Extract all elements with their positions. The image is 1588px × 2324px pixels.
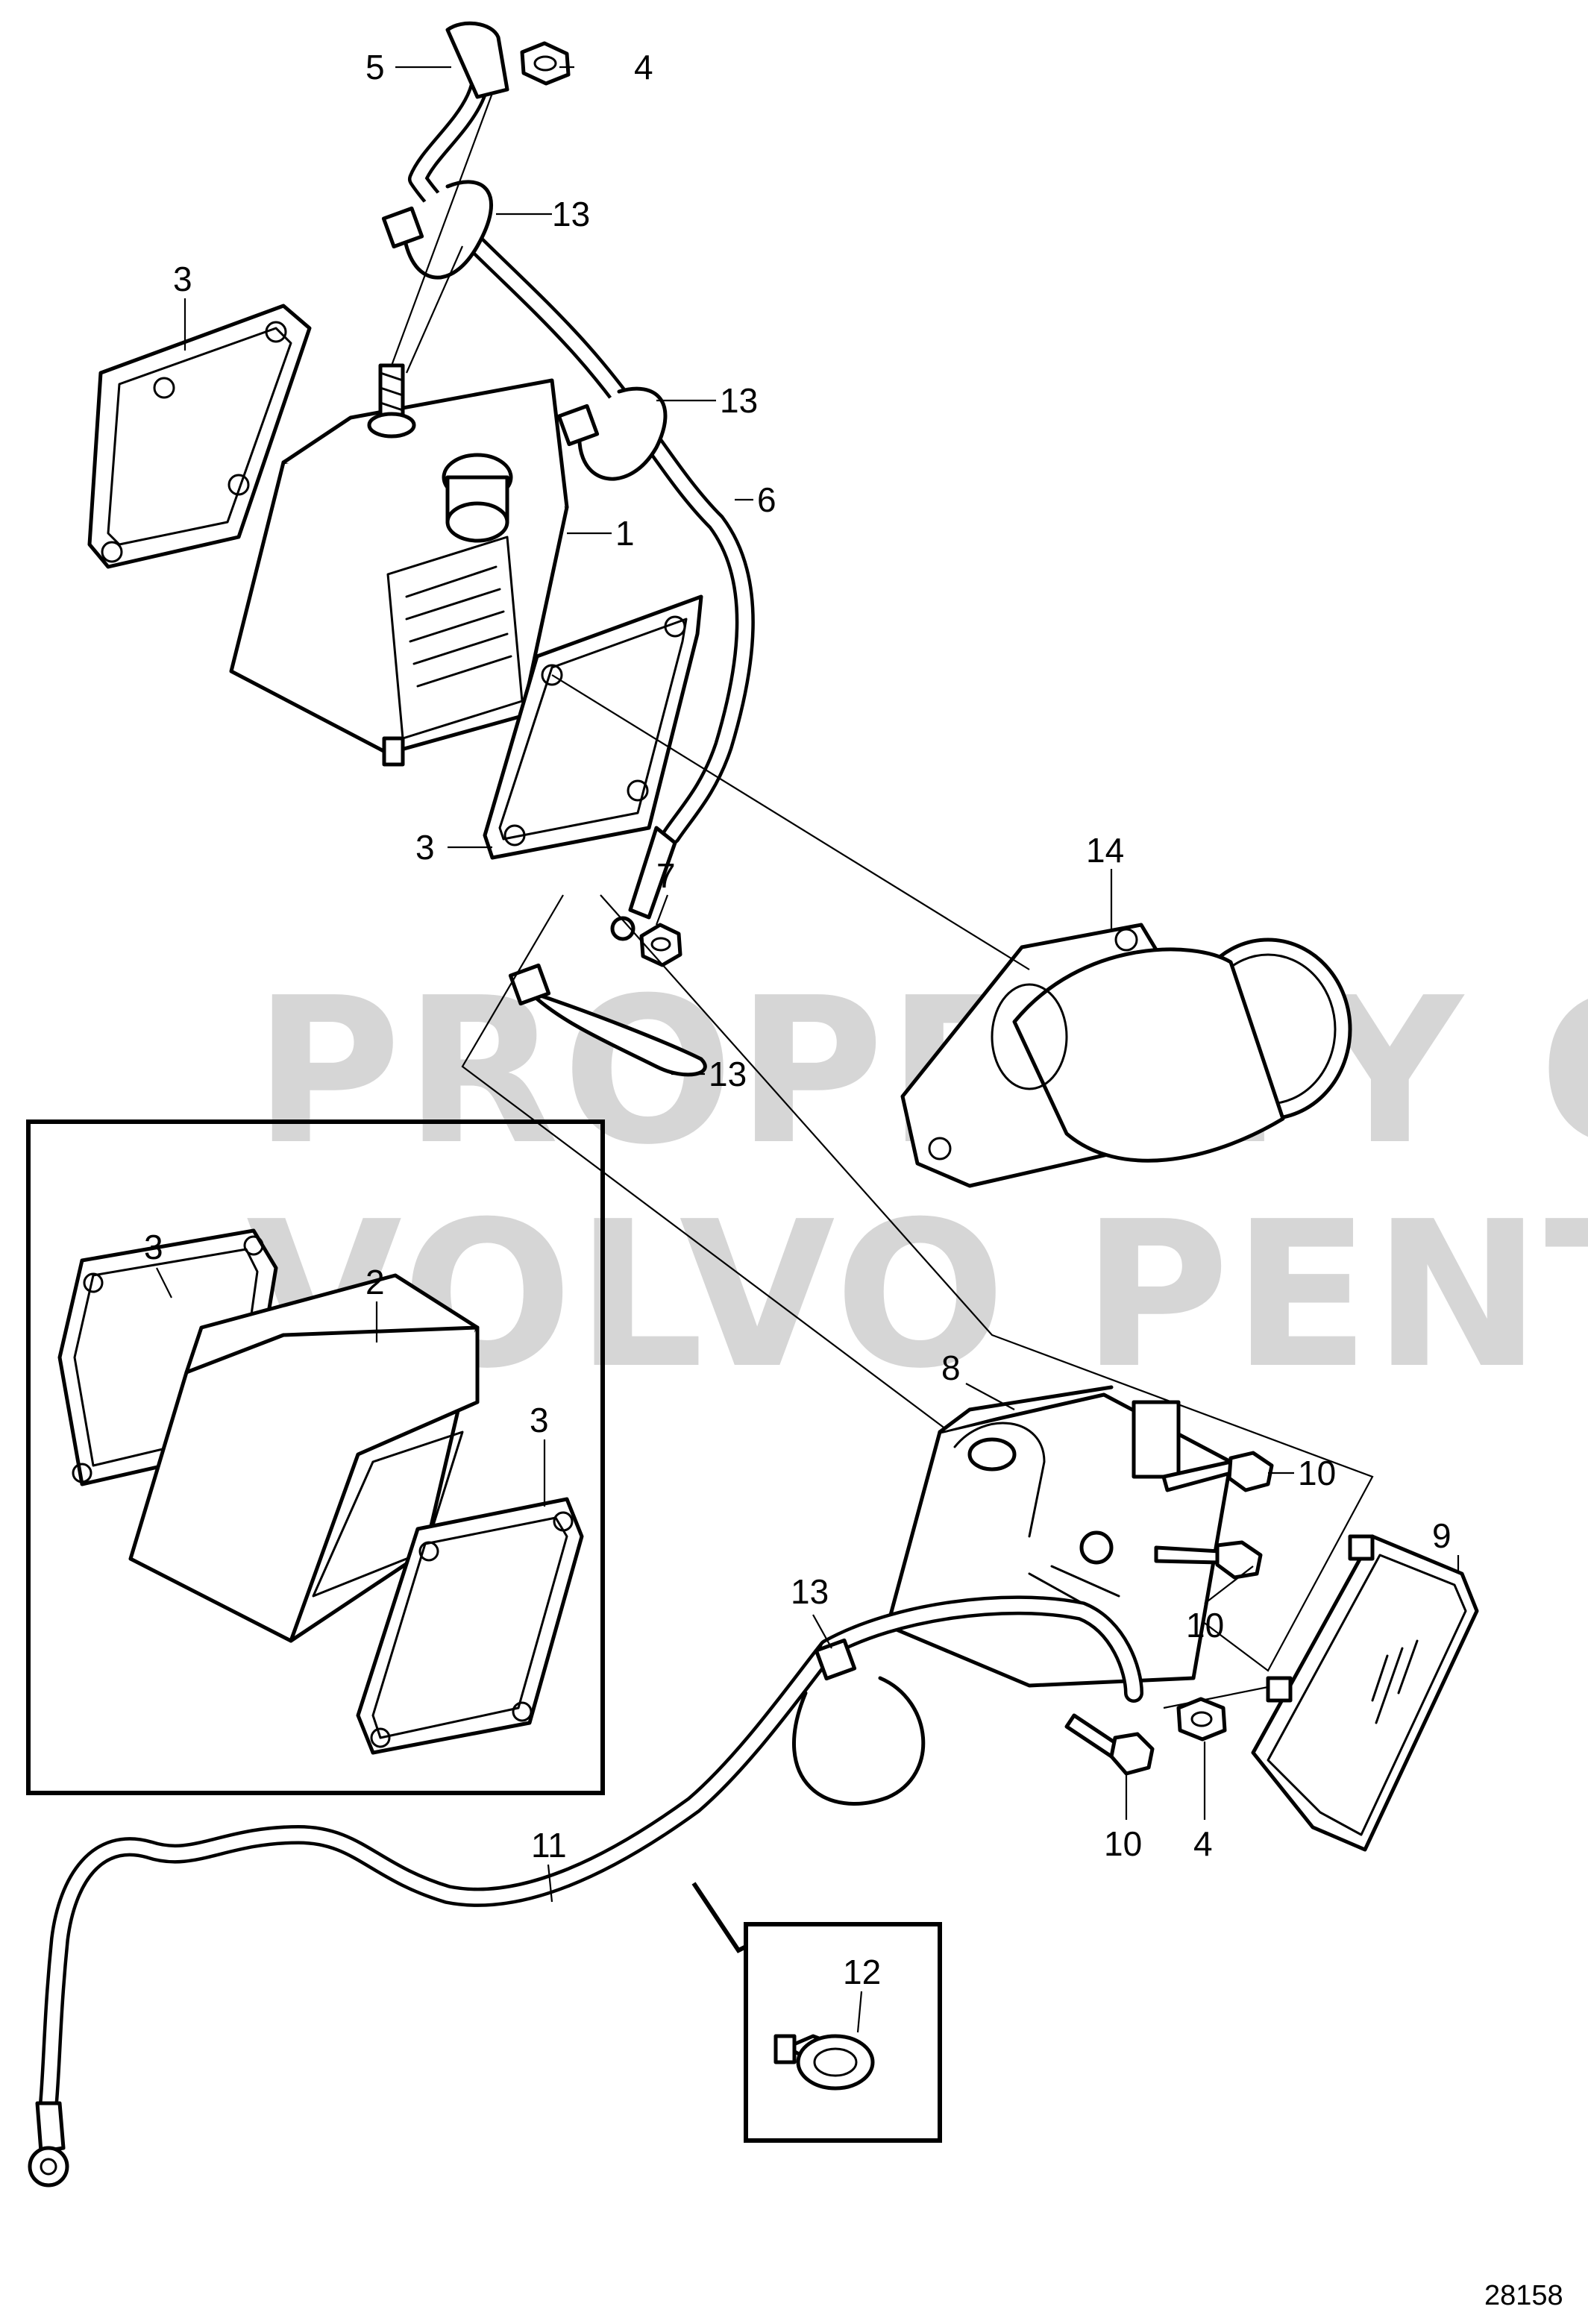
callout-10-middle: 10 [1186,1606,1224,1645]
callout-8: 8 [941,1348,961,1387]
gasket-3-upper-left [87,304,312,569]
nut-4-top [520,41,571,86]
callout-3-inset-left: 3 [144,1228,163,1266]
nut-4-lower [1176,1697,1227,1742]
callout-13-lower: 13 [791,1572,829,1611]
inset-box-relay-2 [26,1119,605,1795]
figure-number: 28158 [1484,2280,1563,2311]
callout-5: 5 [365,48,385,87]
callout-14: 14 [1086,831,1124,870]
cable-tie-13-upper [381,180,668,481]
bolt-10-middle [1154,1540,1263,1580]
callout-4-lower: 4 [1193,1824,1213,1863]
callout-7: 7 [656,856,676,895]
intake-flange-14 [900,923,1352,1188]
protective-cover-9 [1251,1534,1479,1852]
callout-2: 2 [365,1263,385,1301]
callout-3-inset-right: 3 [530,1401,549,1439]
callout-11: 11 [531,1826,567,1865]
callout-6: 6 [757,480,776,519]
bolt-10-upper [1161,1451,1274,1492]
callout-10-lower: 10 [1104,1824,1142,1863]
watermark: PROPERTY OF VOLVO PENTA [246,954,1588,1413]
callout-leaders [156,66,1460,1903]
starter-relay-1 [229,363,569,767]
relay-bracket-8 [885,1385,1233,1688]
callout-13-upper: 13 [552,195,590,233]
callout-13-middle: 13 [709,1055,747,1093]
nut-7 [639,923,682,967]
callout-10-upper: 10 [1298,1454,1336,1492]
callout-3-upper-left: 3 [173,260,192,298]
callout-3-right-of-relay: 3 [415,828,435,867]
callouts: 5 4 13 3 13 6 1 3 14 7 13 3 2 3 8 9 10 1… [144,48,1452,1991]
bolt-10-lower [1064,1713,1155,1776]
callout-4-top: 4 [634,48,653,87]
ground-cable-11 [28,1595,1143,2188]
callout-12: 12 [843,1953,881,1991]
gasket-3-right-of-relay [483,594,703,860]
detail-box-12 [691,1882,942,2143]
callout-9: 9 [1432,1516,1452,1555]
callout-1: 1 [615,514,635,553]
callout-13-second: 13 [720,381,758,420]
